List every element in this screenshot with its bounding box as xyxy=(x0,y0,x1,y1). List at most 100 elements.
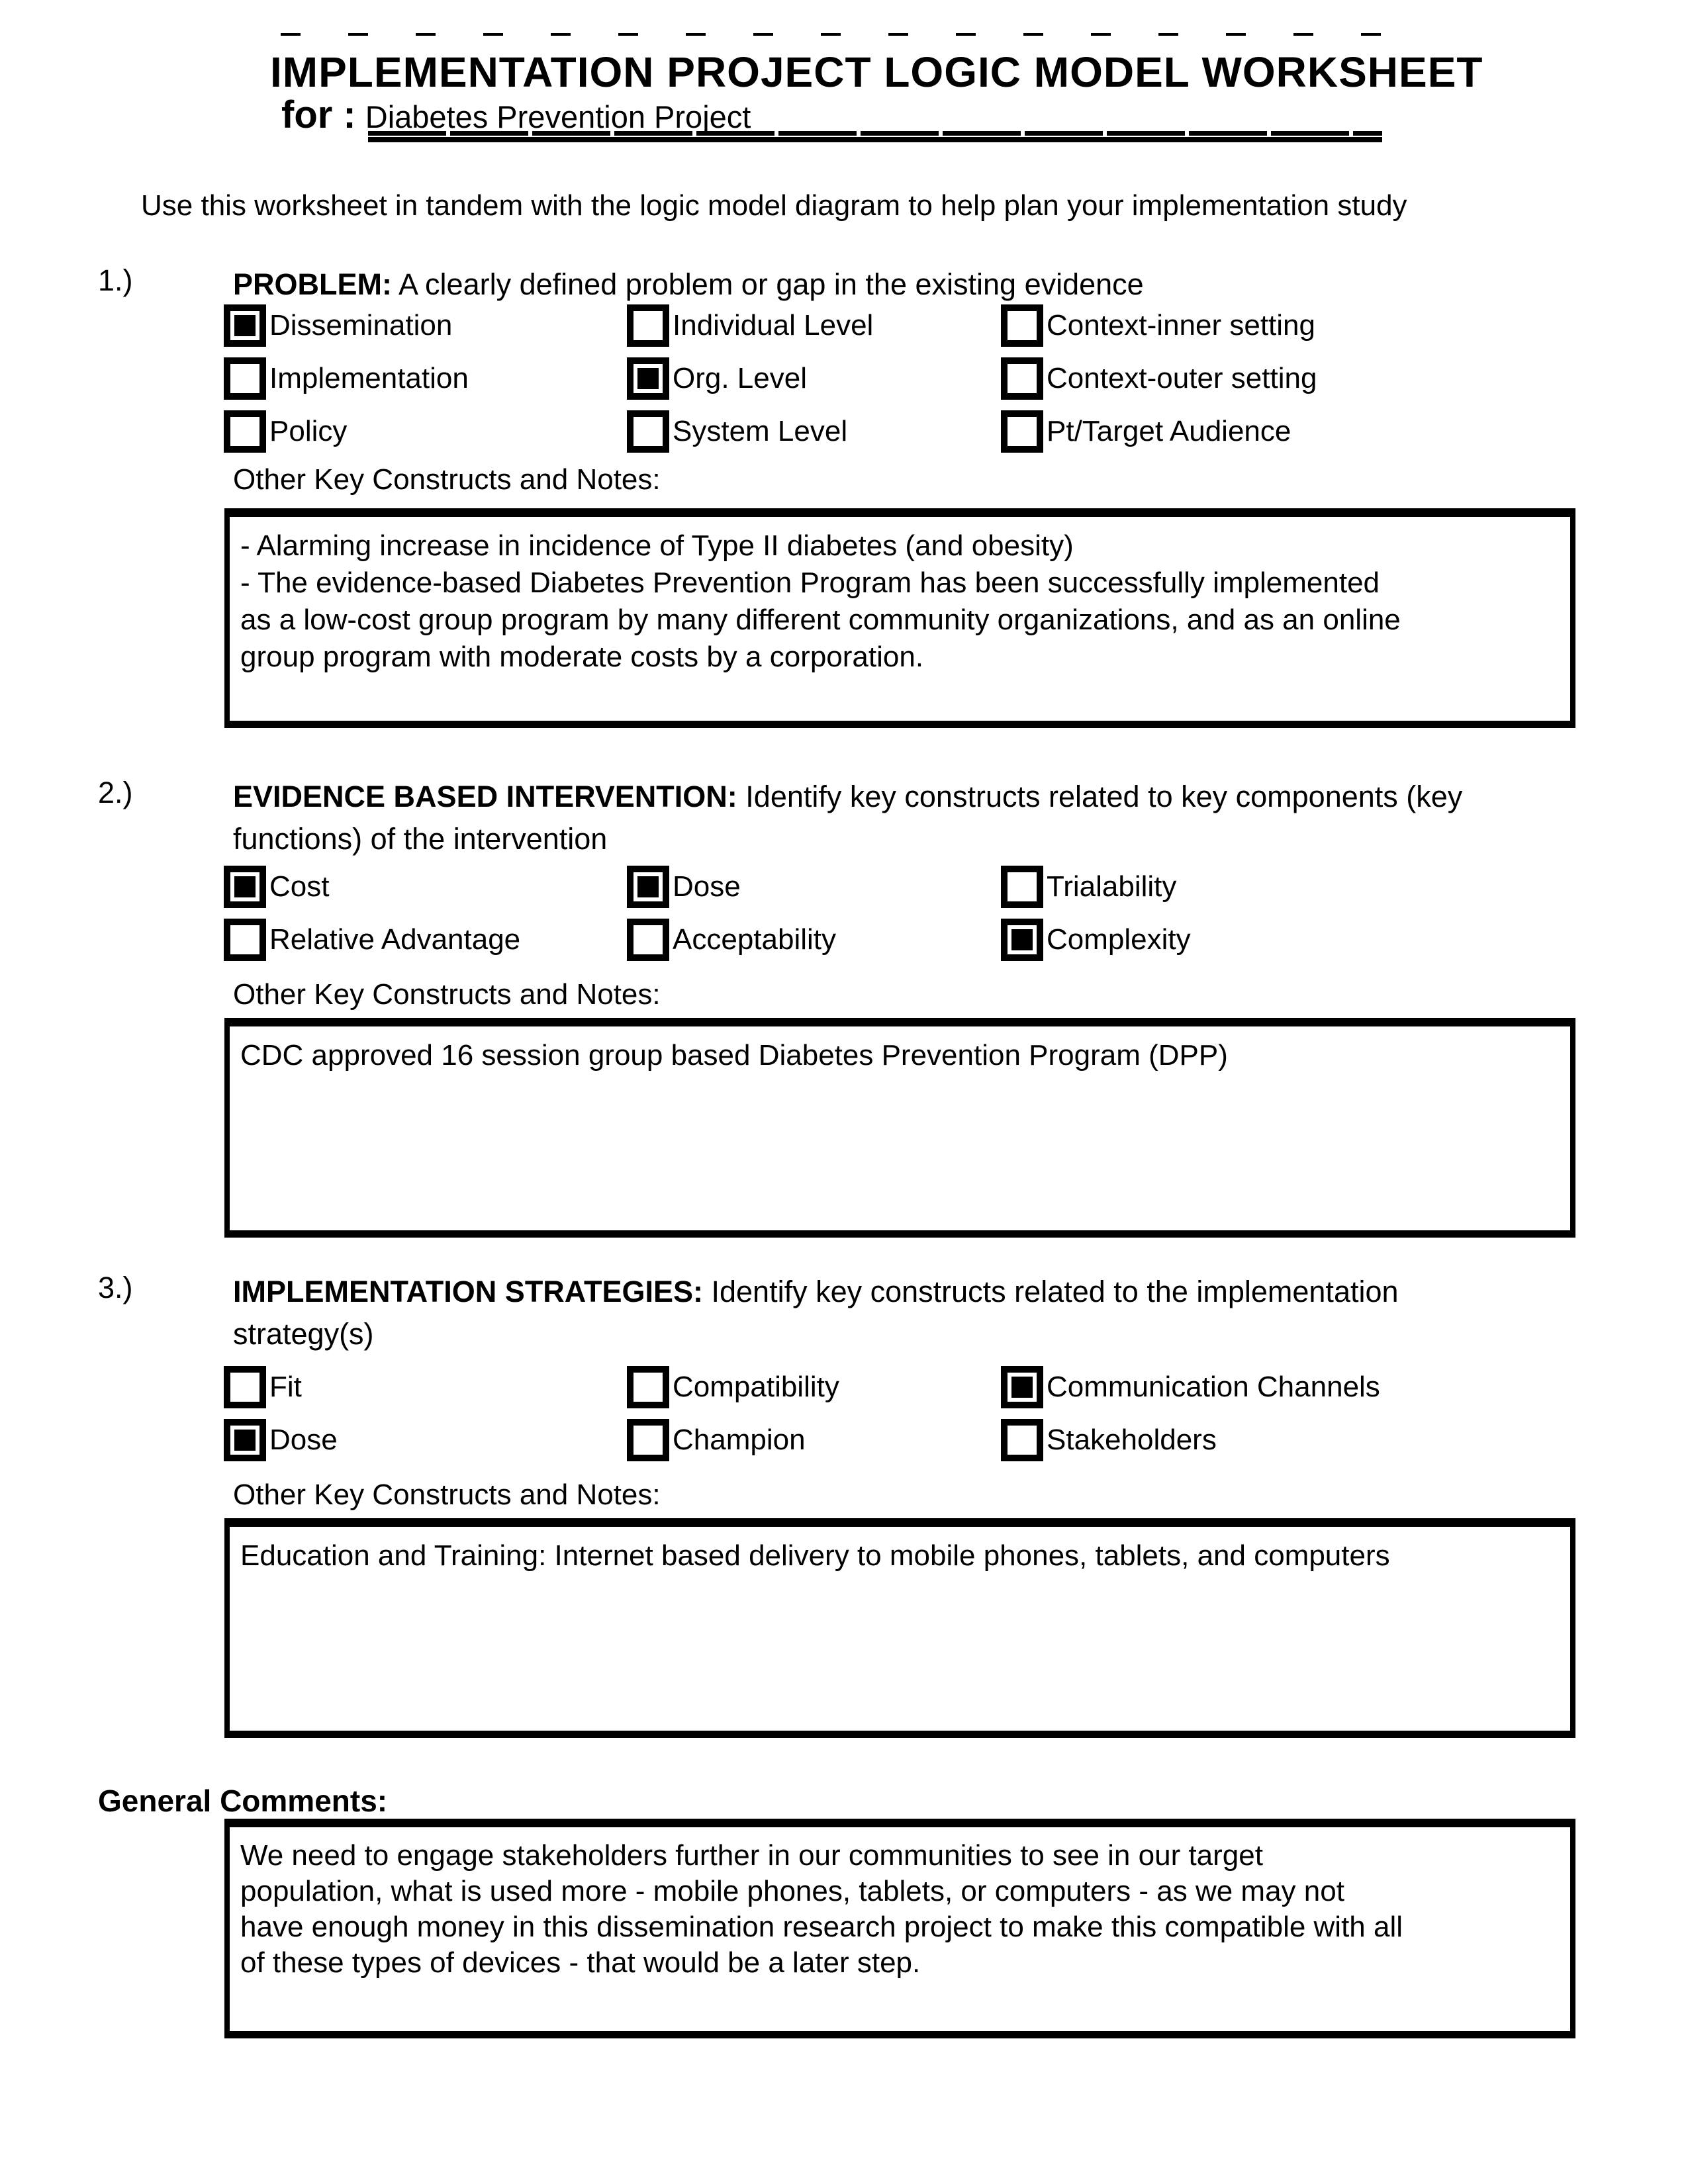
general-comments-box[interactable]: We need to engage stakeholders further i… xyxy=(224,1819,1575,2038)
for-label: for : xyxy=(281,93,356,136)
empty-checkbox-fill xyxy=(637,1377,659,1398)
checkbox-label: Implementation xyxy=(269,362,469,394)
fill-in-underline xyxy=(368,131,1382,142)
checkbox-implementation[interactable] xyxy=(224,357,266,400)
checkbox-dose[interactable] xyxy=(224,1419,266,1461)
checkbox-label: Policy xyxy=(269,415,348,447)
checkbox-item-cost: Cost xyxy=(224,866,627,908)
empty-checkbox-fill xyxy=(637,1430,659,1451)
checkbox-individual-level[interactable] xyxy=(627,304,669,347)
section-1-number: 1.) xyxy=(98,263,133,297)
checkbox-item-stakeholders: Stakeholders xyxy=(1001,1419,1475,1461)
section-3-heading-rest: Identify key constructs related to the i… xyxy=(233,1275,1407,1351)
project-name-field[interactable]: Diabetes Prevention Project xyxy=(365,99,751,134)
checkbox-org-level[interactable] xyxy=(627,357,669,400)
checkbox-label: Complexity xyxy=(1047,923,1191,956)
section-1-notes-label: Other Key Constructs and Notes: xyxy=(233,463,661,496)
checkbox-item-org-level: Org. Level xyxy=(627,357,1001,400)
checkbox-item-compatibility: Compatibility xyxy=(627,1366,1001,1408)
checkbox-relative-advantage[interactable] xyxy=(224,919,266,961)
empty-checkbox-fill xyxy=(1011,315,1033,336)
empty-checkbox-fill xyxy=(1011,1430,1033,1451)
empty-checkbox-fill xyxy=(1011,368,1033,389)
section-1-heading-rest: A clearly defined problem or gap in the … xyxy=(392,267,1144,301)
checkbox-label: Dissemination xyxy=(269,309,453,341)
section-2-heading-term: EVIDENCE BASED INTERVENTION: xyxy=(233,780,737,813)
checkbox-label: Dose xyxy=(673,870,741,903)
checkbox-champion[interactable] xyxy=(627,1419,669,1461)
section-3-notes-label: Other Key Constructs and Notes: xyxy=(233,1479,661,1511)
checkbox-label: Individual Level xyxy=(673,309,874,341)
checkbox-label: Context-outer setting xyxy=(1047,362,1317,394)
checkbox-compatibility[interactable] xyxy=(627,1366,669,1408)
section-3-heading-term: IMPLEMENTATION STRATEGIES: xyxy=(233,1275,703,1308)
checkbox-label: Context-inner setting xyxy=(1047,309,1315,341)
checkbox-item-acceptability: Acceptability xyxy=(627,919,1001,961)
section-3-notes-text: Education and Training: Internet based d… xyxy=(240,1539,1390,1572)
section-2-number: 2.) xyxy=(98,776,133,809)
empty-checkbox-fill xyxy=(234,368,256,389)
checkbox-acceptability[interactable] xyxy=(627,919,669,961)
checkbox-stakeholders[interactable] xyxy=(1001,1419,1043,1461)
checkbox-cost[interactable] xyxy=(224,866,266,908)
checkbox-label: Communication Channels xyxy=(1047,1371,1380,1403)
checkmark-fill-icon xyxy=(234,876,256,897)
empty-checkbox-fill xyxy=(234,421,256,442)
checkmark-fill-icon xyxy=(637,876,659,897)
section-1-notes-text: - Alarming increase in incidence of Type… xyxy=(240,529,1401,673)
empty-checkbox-fill xyxy=(1011,876,1033,897)
section-1-notes-box[interactable]: - Alarming increase in incidence of Type… xyxy=(224,508,1575,728)
checkbox-item-dose: Dose xyxy=(627,866,1001,908)
checkbox-system-level[interactable] xyxy=(627,410,669,453)
checkbox-label: Trialability xyxy=(1047,870,1177,903)
checkmark-fill-icon xyxy=(234,1430,256,1451)
project-name-row: for : Diabetes Prevention Project xyxy=(281,93,751,137)
checkbox-item-dissemination: Dissemination xyxy=(224,304,627,347)
empty-checkbox-fill xyxy=(234,1377,256,1398)
checkbox-label: Pt/Target Audience xyxy=(1047,415,1291,447)
section-3-heading: IMPLEMENTATION STRATEGIES: Identify key … xyxy=(233,1271,1544,1355)
checkbox-item-dose: Dose xyxy=(224,1419,627,1461)
checkbox-dissemination[interactable] xyxy=(224,304,266,347)
checkbox-trialability[interactable] xyxy=(1001,866,1043,908)
empty-checkbox-fill xyxy=(234,929,256,950)
checkbox-communication-channels[interactable] xyxy=(1001,1366,1043,1408)
section-2-notes-box[interactable]: CDC approved 16 session group based Diab… xyxy=(224,1018,1575,1238)
checkbox-fit[interactable] xyxy=(224,1366,266,1408)
section-1-checkbox-grid: Dissemination Individual Level Context-inn… xyxy=(224,304,1475,453)
empty-checkbox-fill xyxy=(637,929,659,950)
checkbox-item-implementation: Implementation xyxy=(224,357,627,400)
general-comments-label: General Comments: xyxy=(98,1784,388,1818)
checkbox-item-context-outer-setting: Context-outer setting xyxy=(1001,357,1475,400)
checkbox-item-relative-advantage: Relative Advantage xyxy=(224,919,627,961)
checkbox-item-policy: Policy xyxy=(224,410,627,453)
checkbox-context-outer-setting[interactable] xyxy=(1001,357,1043,400)
checkbox-label: System Level xyxy=(673,415,848,447)
empty-checkbox-fill xyxy=(637,315,659,336)
checkbox-item-context-inner-setting: Context-inner setting xyxy=(1001,304,1475,347)
section-2-heading-rest: Identify key constructs related to key c… xyxy=(233,780,1463,856)
section-2-notes-label: Other Key Constructs and Notes: xyxy=(233,978,661,1011)
checkbox-policy[interactable] xyxy=(224,410,266,453)
checkmark-fill-icon xyxy=(1011,1377,1033,1398)
section-1-heading: PROBLEM: A clearly defined problem or ga… xyxy=(233,263,1544,306)
general-comments-text: We need to engage stakeholders further i… xyxy=(240,1839,1403,1979)
checkmark-fill-icon xyxy=(1011,929,1033,950)
checkbox-label: Org. Level xyxy=(673,362,807,394)
checkbox-item-champion: Champion xyxy=(627,1419,1001,1461)
section-1-heading-term: PROBLEM: xyxy=(233,267,392,301)
checkbox-label: Champion xyxy=(673,1424,806,1456)
section-3-notes-box[interactable]: Education and Training: Internet based d… xyxy=(224,1518,1575,1738)
checkbox-pt-target-audience[interactable] xyxy=(1001,410,1043,453)
page-title: IMPLEMENTATION PROJECT LOGIC MODEL WORKS… xyxy=(270,48,1483,96)
checkbox-dose[interactable] xyxy=(627,866,669,908)
checkbox-label: Dose xyxy=(269,1424,338,1456)
checkbox-label: Stakeholders xyxy=(1047,1424,1217,1456)
checkbox-complexity[interactable] xyxy=(1001,919,1043,961)
checkbox-context-inner-setting[interactable] xyxy=(1001,304,1043,347)
section-2-notes-text: CDC approved 16 session group based Diab… xyxy=(240,1039,1228,1071)
checkbox-item-individual-level: Individual Level xyxy=(627,304,1001,347)
